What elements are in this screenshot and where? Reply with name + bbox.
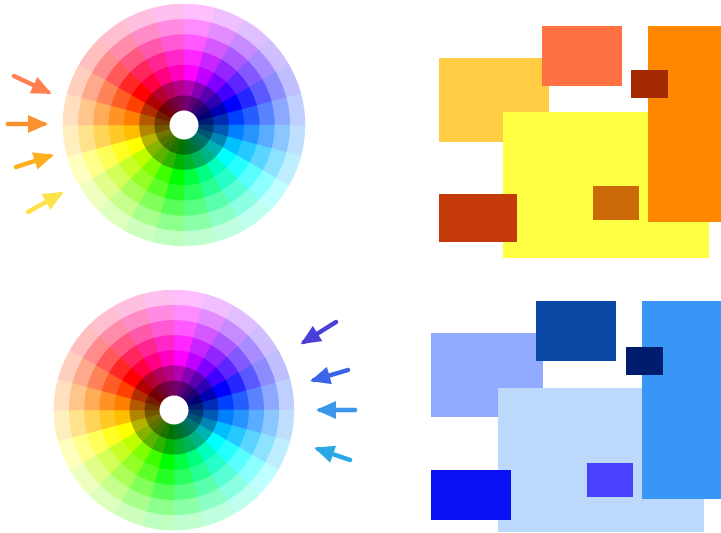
block-coral — [542, 26, 622, 86]
warm-color-blocks — [439, 26, 721, 258]
block-blue — [431, 470, 511, 520]
block-maroon — [631, 70, 668, 98]
arrow-amber-icon — [16, 152, 54, 169]
cool-color-blocks — [431, 301, 721, 532]
arrow-coral-icon — [14, 76, 52, 94]
block-navy — [536, 301, 616, 361]
block-rust — [439, 194, 517, 242]
cool-panel — [54, 290, 721, 532]
color-wheel-warm — [63, 4, 305, 246]
arrow-orange-icon — [8, 115, 48, 133]
block-azure — [642, 301, 721, 499]
wheel-center-hole — [160, 396, 189, 425]
arrow-blue-icon — [316, 401, 355, 419]
arrow-sky-icon — [314, 446, 350, 463]
warm-panel — [8, 4, 721, 258]
block-midnight — [626, 347, 663, 375]
block-violet-blue — [587, 463, 633, 497]
cool-arrows — [301, 322, 355, 463]
warm-arrows — [8, 76, 63, 212]
arrow-yellow-icon — [28, 192, 63, 212]
wheel-center-hole — [170, 111, 199, 140]
block-orange — [648, 26, 721, 222]
arrow-royal-blue-icon — [310, 367, 348, 384]
arrow-indigo-icon — [301, 322, 336, 344]
block-bronze — [593, 186, 639, 220]
color-wheel-cool — [54, 290, 294, 530]
